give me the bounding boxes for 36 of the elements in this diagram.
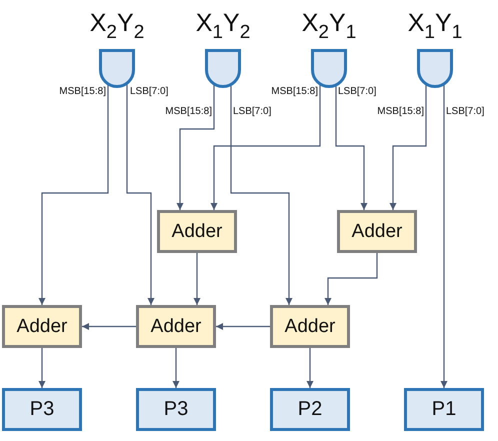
- adder-box: Adder: [136, 305, 216, 348]
- adder-box: Adder: [270, 305, 350, 348]
- arrow: [38, 83, 109, 305]
- arrow: [324, 253, 378, 305]
- edge-label: MSB[15:8]: [59, 86, 106, 98]
- arrow: [126, 82, 154, 305]
- edge-label: MSB[15:8]: [271, 86, 318, 98]
- adder-box: Adder: [337, 210, 417, 253]
- arrow: [390, 83, 427, 210]
- edge-label: LSB[7:0]: [338, 86, 376, 98]
- edge-label: LSB[7:0]: [233, 106, 272, 118]
- output-box: P2: [270, 388, 350, 431]
- arrow: [176, 83, 215, 210]
- output-box: P3: [136, 388, 216, 431]
- output-box: P1: [404, 388, 484, 431]
- arrow: [306, 348, 314, 388]
- edge-label: MSB[15:8]: [377, 106, 424, 118]
- gate-label: X$_{2}$Y$_{2}$: [88, 8, 146, 40]
- gate-label: X$_{1}$Y$_{1}$: [406, 8, 464, 40]
- edge-label: MSB[15:8]: [165, 106, 212, 118]
- edge-label: LSB[7:0]: [130, 86, 168, 98]
- arrow: [440, 83, 448, 388]
- adder-box: Adder: [2, 305, 82, 348]
- adder-box: Adder: [157, 210, 237, 253]
- arrow: [216, 323, 270, 330]
- gate-label: X$_{1}$Y$_{2}$: [194, 8, 252, 40]
- arrow: [194, 253, 200, 305]
- edge-label: LSB[7:0]: [446, 106, 484, 118]
- arrow: [172, 348, 180, 388]
- arrow: [210, 83, 321, 210]
- gate-label: X$_{2}$Y$_{1}$: [300, 8, 358, 40]
- arrow: [335, 84, 368, 210]
- arrow: [230, 84, 292, 305]
- arrow: [38, 348, 46, 388]
- arrow: [82, 323, 136, 330]
- output-box: P3: [2, 388, 82, 431]
